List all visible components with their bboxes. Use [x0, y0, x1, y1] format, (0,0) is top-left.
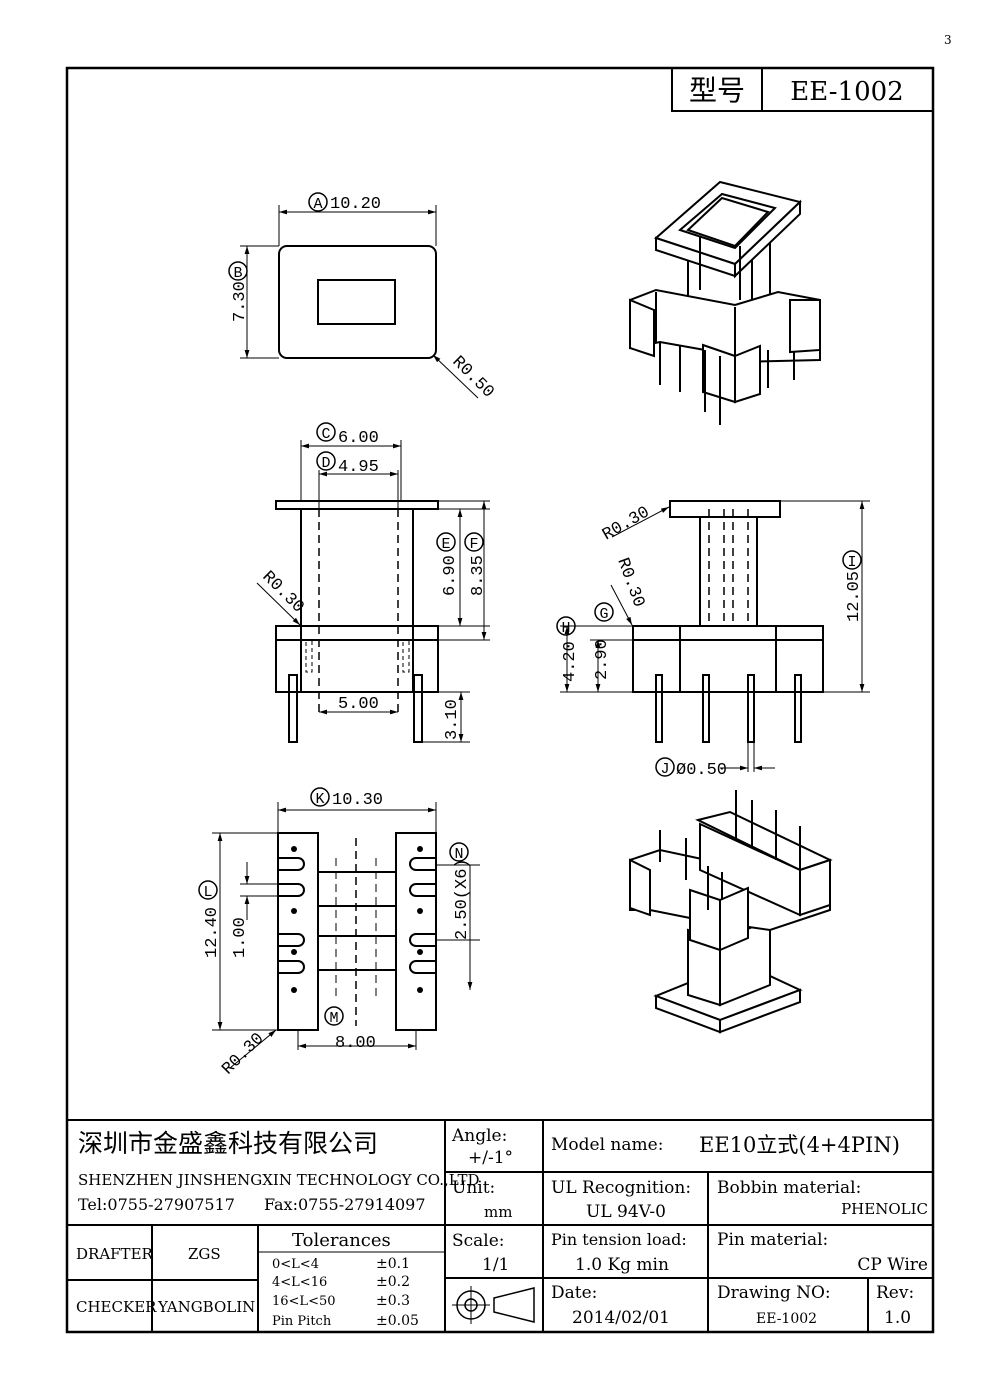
tol-range: Pin Pitch: [272, 1314, 332, 1329]
isometric-view-top: [629, 180, 821, 425]
dim-a: 10.20: [330, 195, 381, 214]
pin-tension-label: Pin tension load:: [551, 1230, 687, 1249]
dim-i: 12.05: [845, 571, 864, 622]
tag-a: A: [313, 196, 322, 213]
scale-value: 1/1: [482, 1255, 509, 1275]
title-block-text: 深圳市金盛鑫科技有限公司 SHENZHEN JINSHENGXIN TECHNO…: [76, 1126, 928, 1329]
tag-d: D: [321, 455, 330, 472]
tol-range: 0<L<4: [272, 1257, 319, 1272]
model-name-label: Model name:: [551, 1135, 663, 1155]
dim-r-top: R0.50: [448, 353, 498, 403]
company-cn: 深圳市金盛鑫科技有限公司: [78, 1129, 378, 1158]
tol-value: ±0.2: [376, 1274, 410, 1290]
model-label: 型号: [689, 74, 745, 107]
side-view: [560, 500, 870, 772]
company-tel: Tel:0755-27907517: [78, 1195, 235, 1214]
date-label: Date:: [551, 1283, 597, 1303]
tag-j: J: [660, 761, 669, 778]
dim-f: 8.35: [469, 555, 488, 596]
company-fax: Fax:0755-27914097: [264, 1195, 426, 1214]
angle-label: Angle:: [451, 1126, 507, 1146]
front-view: [256, 440, 490, 743]
dim-pin-length: 3.10: [443, 699, 462, 740]
dim-j: Ø0.50: [676, 761, 727, 780]
dim-l: 12.40: [203, 907, 222, 958]
tol-value: ±0.3: [376, 1293, 410, 1309]
tag-f: F: [469, 536, 478, 553]
tag-m: M: [329, 1010, 338, 1027]
tol-range: 4<L<16: [272, 1275, 327, 1290]
drafter-value: ZGS: [188, 1245, 221, 1263]
title-block: [67, 1119, 933, 1332]
dim-n: 2.50(X6): [453, 858, 472, 940]
checker-value: YANGBOLIN: [157, 1298, 255, 1316]
dim-c: 6.00: [338, 429, 379, 448]
dim-k: 10.30: [332, 791, 383, 810]
drafter-label: DRAFTER: [76, 1245, 154, 1263]
sheet-border: [65, 66, 935, 1334]
dim-e: 6.90: [441, 555, 460, 596]
tol-value: ±0.1: [376, 1256, 410, 1272]
unit-label: Unit:: [452, 1178, 495, 1198]
bobbin-value: PHENOLIC: [841, 1200, 928, 1218]
pin-material-label: Pin material:: [717, 1230, 828, 1250]
drawing-no-label: Drawing NO:: [717, 1283, 831, 1303]
dim-2-90: 2.90: [593, 639, 612, 680]
tag-g: G: [599, 606, 608, 623]
rev-value: 1.0: [884, 1308, 911, 1328]
dim-b: 7.30: [231, 281, 250, 322]
model-box: 型号 EE-1002: [671, 67, 934, 112]
tag-h: H: [561, 620, 570, 637]
bottom-view-pins: [291, 846, 423, 993]
isometric-view-bottom: [629, 790, 833, 1034]
model-value: EE-1002: [790, 77, 903, 107]
bottom-view: [212, 802, 480, 1069]
tag-k: K: [315, 791, 324, 808]
dim-m: 8.00: [335, 1034, 376, 1053]
tag-c: C: [321, 426, 330, 443]
company-en: SHENZHEN JINSHENGXIN TECHNOLOGY CO.,LTD: [78, 1171, 480, 1189]
unit-value: mm: [484, 1203, 512, 1221]
tol-range: 16<L<50: [272, 1294, 336, 1309]
scale-label: Scale:: [452, 1231, 505, 1251]
model-name-value: EE10立式(4+4PIN): [699, 1133, 900, 1157]
top-view-dims: A 10.20 B 7.30 R0.50: [228, 192, 498, 403]
dim-r-side-mid: R0.30: [612, 556, 647, 610]
date-value: 2014/02/01: [572, 1308, 670, 1328]
ul-value: UL 94V-0: [586, 1202, 666, 1222]
tag-i: I: [847, 554, 856, 571]
ul-label: UL Recognition:: [551, 1178, 691, 1198]
dim-d: 4.95: [338, 458, 379, 477]
dim-h: 4.20: [561, 641, 580, 682]
tag-b: B: [233, 265, 242, 282]
pin-material-value: CP Wire: [857, 1255, 928, 1275]
rev-label: Rev:: [876, 1283, 914, 1303]
dim-5-00: 5.00: [338, 695, 379, 714]
side-view-dims: R0.30 R0.30 G H 4.20 2.90 I 12.05 J Ø0.5…: [556, 503, 864, 780]
tag-l: L: [203, 884, 212, 901]
top-view: [240, 205, 479, 399]
tol-value: ±0.05: [376, 1313, 419, 1329]
tag-n: N: [454, 846, 463, 863]
dim-r-bottom: R0.30: [219, 1030, 269, 1080]
checker-label: CHECKER: [76, 1298, 157, 1316]
bobbin-label: Bobbin material:: [717, 1178, 861, 1198]
dim-1-00: 1.00: [231, 917, 250, 958]
angle-value: +/-1°: [468, 1148, 513, 1168]
corner-mark: 3: [944, 33, 952, 47]
tag-e: E: [441, 536, 450, 553]
drawing-no-value: EE-1002: [756, 1311, 817, 1327]
tolerances-title: Tolerances: [292, 1230, 391, 1251]
dim-r-mid-left: R0.30: [258, 568, 308, 618]
dim-r-side-top: R0.30: [600, 503, 654, 545]
pin-tension-value: 1.0 Kg min: [575, 1255, 669, 1275]
